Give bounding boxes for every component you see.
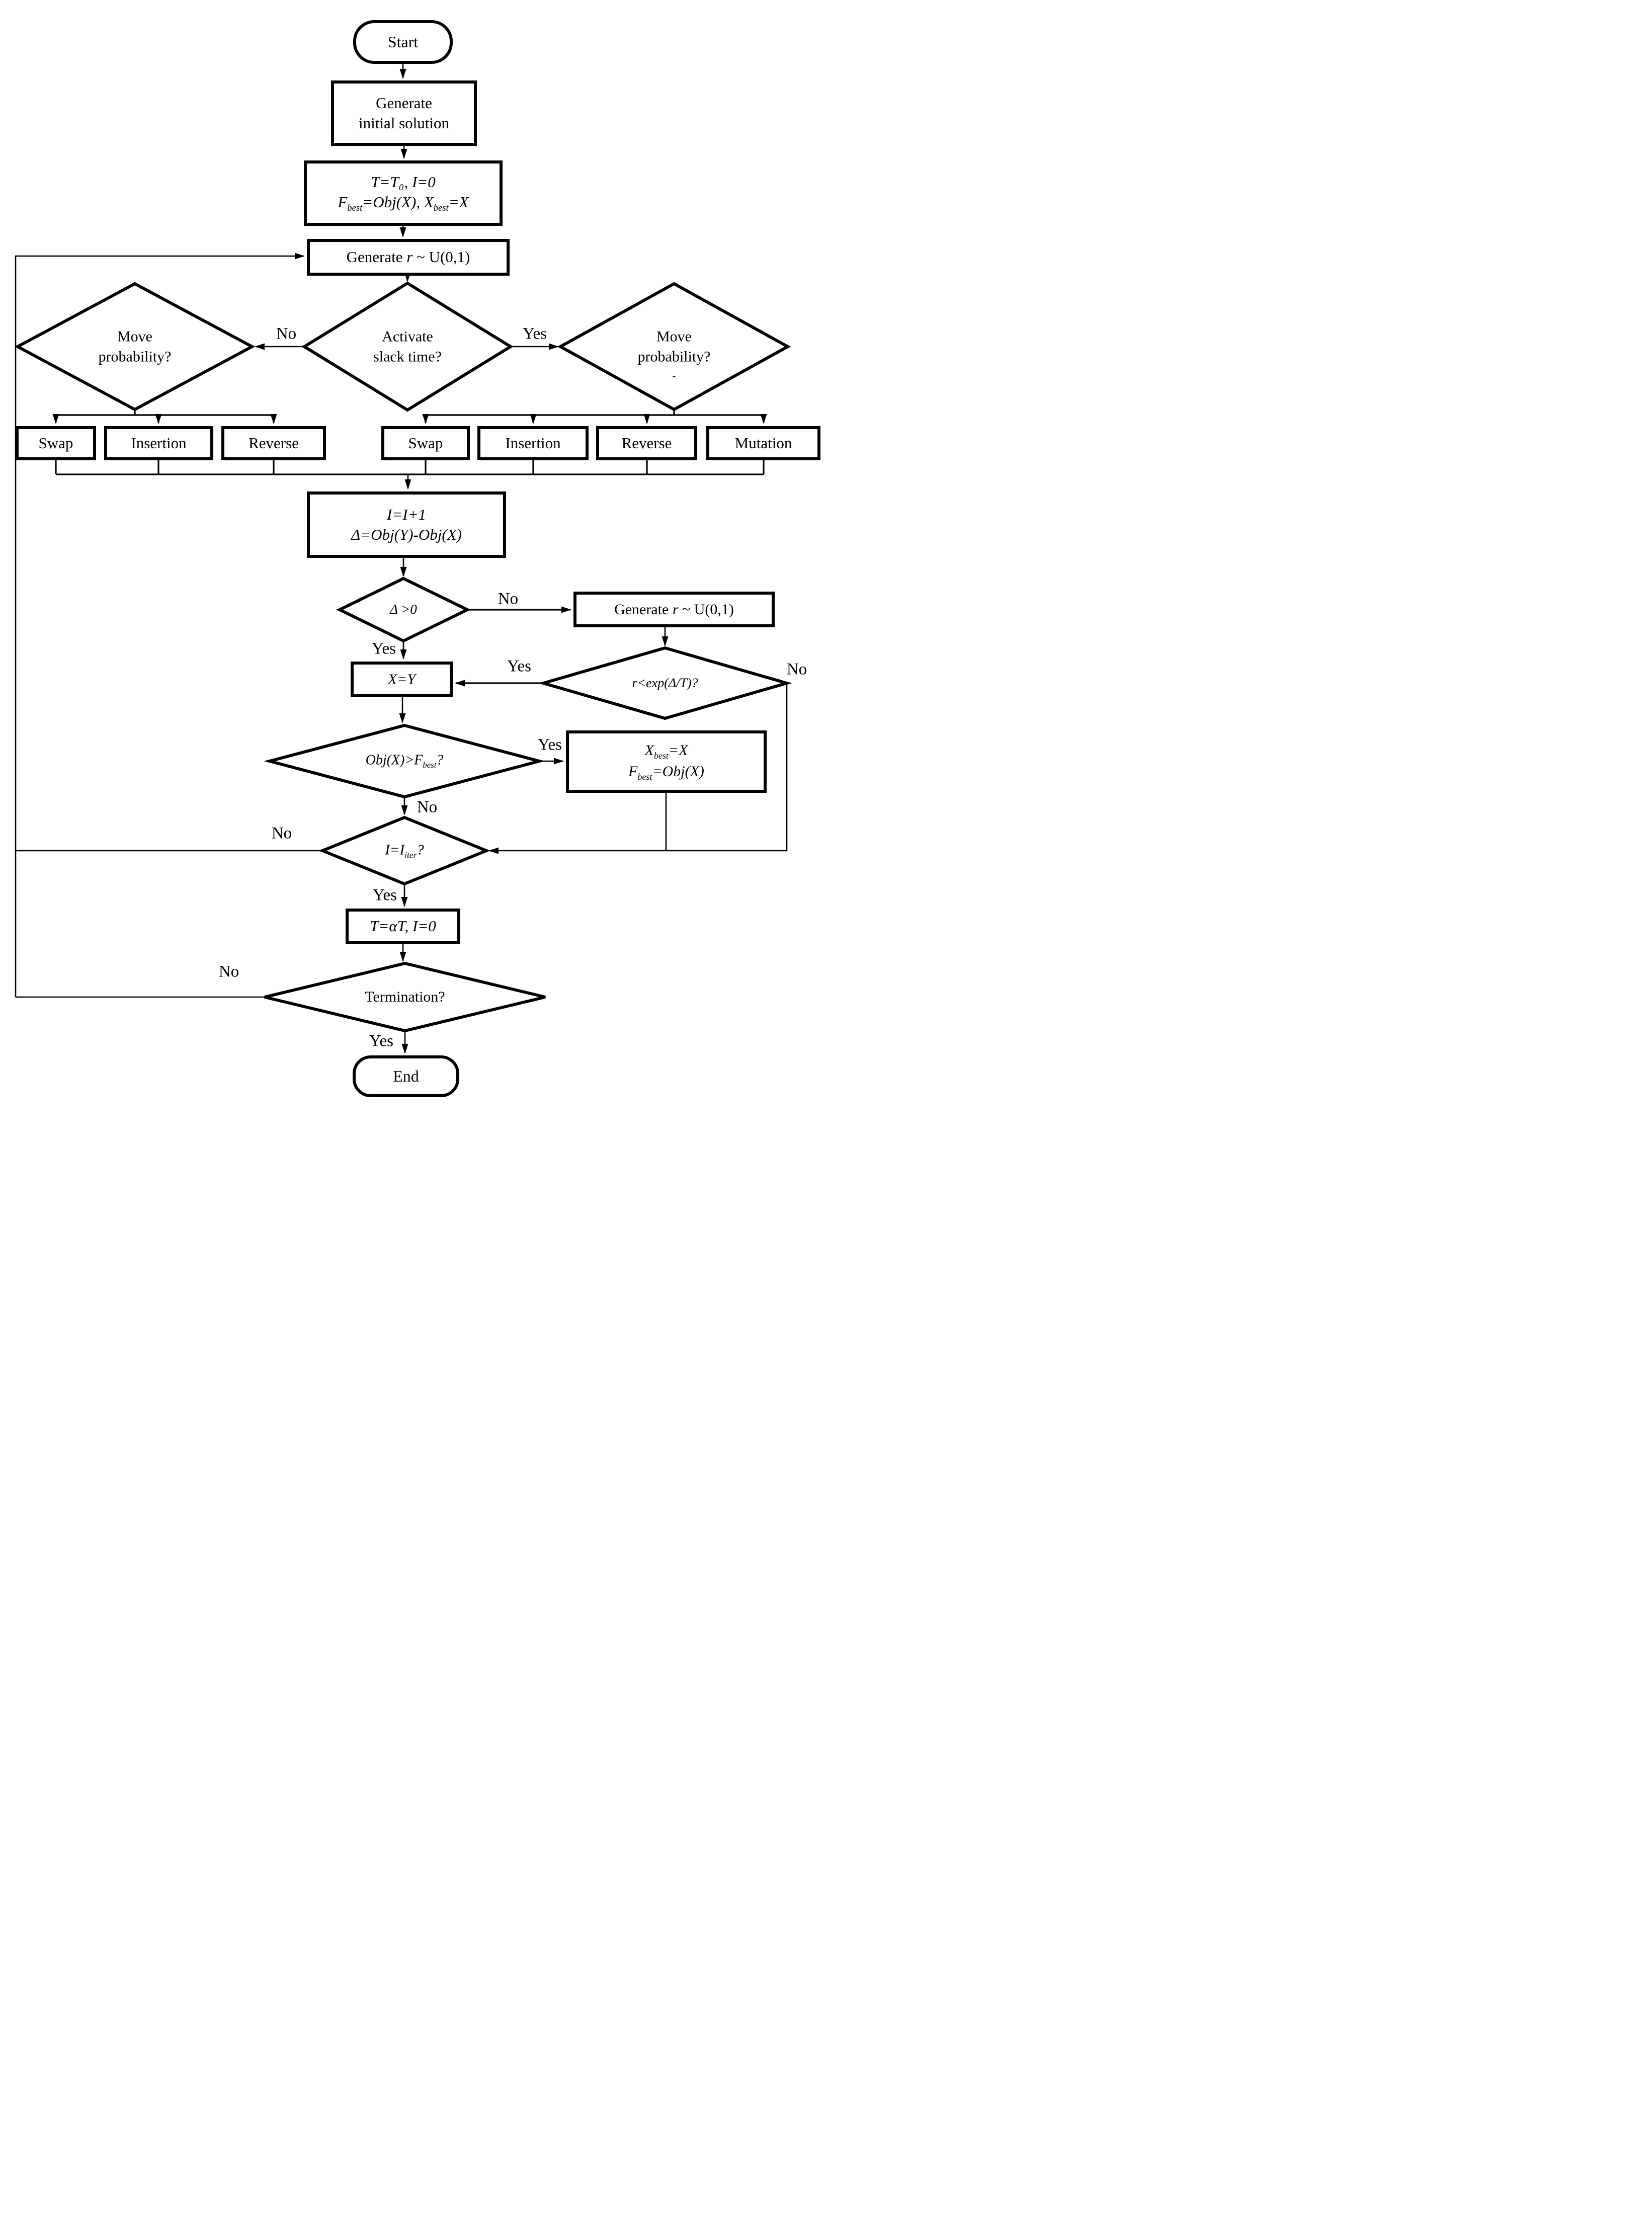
node-generate-r-top: Generate r ~ U(0,1) [307, 239, 510, 276]
update-best-line1: Xbest=X [644, 742, 688, 761]
label-iter-check-no: No [271, 824, 292, 843]
delta-check-text: Δ >0 [390, 602, 417, 617]
node-mutation-right: Mutation [706, 426, 820, 460]
swap-left-label: Swap [38, 434, 73, 452]
generate-initial-line2: initial solution [359, 114, 449, 132]
update-best-line2: Fbest=Obj(X) [628, 763, 704, 782]
node-reverse-left: Reverse [221, 426, 326, 460]
initialize-line1: T=T₀, I=0 [371, 173, 436, 191]
node-start: Start [353, 20, 453, 64]
label-slack-yes: Yes [522, 324, 547, 343]
cool-label: T=αT, I=0 [370, 917, 436, 935]
swap-right-label: Swap [408, 434, 443, 452]
reverse-right-label: Reverse [621, 434, 672, 452]
node-cool: T=αT, I=0 [346, 909, 460, 944]
label-delta-no: No [498, 590, 519, 608]
increment-line2: Δ=Obj(Y)-Obj(X) [351, 526, 462, 543]
increment-line1: I=I+1 [387, 505, 426, 523]
label-delta-yes: Yes [371, 639, 396, 658]
move-probability-right-text: Move probability? [637, 328, 711, 365]
generate-r-top-label: Generate r ~ U(0,1) [346, 248, 470, 266]
reverse-left-label: Reverse [249, 434, 299, 452]
edge-move-right-distribution [426, 408, 764, 416]
label-termination-yes: Yes [369, 1032, 394, 1050]
start-label: Start [387, 32, 419, 51]
best-check-text: Obj(X)>Fbest? [365, 752, 444, 770]
node-increment: I=I+1 Δ=Obj(Y)-Obj(X) [307, 491, 506, 558]
label-best-check-yes: Yes [537, 735, 562, 754]
node-end: End [353, 1055, 459, 1097]
activate-slack-diamond [301, 281, 514, 412]
label-iter-check-yes: Yes [372, 886, 397, 905]
node-accept: X=Y [351, 662, 453, 697]
metropolis-diamond [538, 646, 792, 720]
label-metropolis-no: No [786, 660, 807, 679]
flowchart-simulated-annealing: Start Generate initial solution T=T₀, I=… [0, 0, 826, 1110]
node-reverse-right: Reverse [596, 426, 697, 460]
label-metropolis-yes: Yes [507, 657, 532, 676]
label-termination-no: No [218, 962, 239, 981]
termination-text: Termination? [365, 989, 445, 1006]
node-generate-initial-solution: Generate initial solution [331, 80, 477, 146]
move-probability-left-text: Move probability? [98, 328, 172, 365]
node-insertion-right: Insertion [477, 426, 589, 460]
node-swap-left: Swap [16, 426, 96, 460]
generate-initial-line1: Generate [376, 94, 432, 112]
mutation-right-label: Mutation [734, 434, 792, 452]
label-best-check-no: No [417, 798, 438, 816]
node-initialize: T=T₀, I=0 Fbest=Obj(X), Xbest=X [304, 160, 503, 226]
node-swap-right: Swap [381, 426, 470, 460]
edge-metropolis-no-to-iter-check [488, 683, 788, 854]
initialize-line2: Fbest=Obj(X), Xbest=X [338, 193, 469, 214]
insertion-left-label: Insertion [131, 434, 187, 452]
edge-operator-collector [55, 460, 765, 475]
node-update-best: Xbest=X Fbest=Obj(X) [566, 730, 767, 793]
insertion-right-label: Insertion [505, 434, 561, 452]
metropolis-text: r<exp(Δ/T)? [632, 675, 698, 690]
node-insertion-left: Insertion [104, 426, 213, 460]
accept-label: X=Y [387, 671, 416, 688]
end-label: End [393, 1066, 419, 1085]
label-slack-no: No [276, 324, 297, 343]
edge-loop-back-to-generate-r [15, 253, 305, 997]
generate-r-mid-label: Generate r ~ U(0,1) [614, 601, 734, 618]
iter-check-text: I=Iiter? [385, 842, 424, 860]
edge-move-left-distribution [56, 408, 274, 416]
move-probability-right-dash: - [672, 370, 676, 382]
flowchart-wires [14, 64, 792, 1054]
node-generate-r-mid: Generate r ~ U(0,1) [573, 592, 775, 627]
activate-slack-text: Activate slack time? [373, 328, 442, 365]
